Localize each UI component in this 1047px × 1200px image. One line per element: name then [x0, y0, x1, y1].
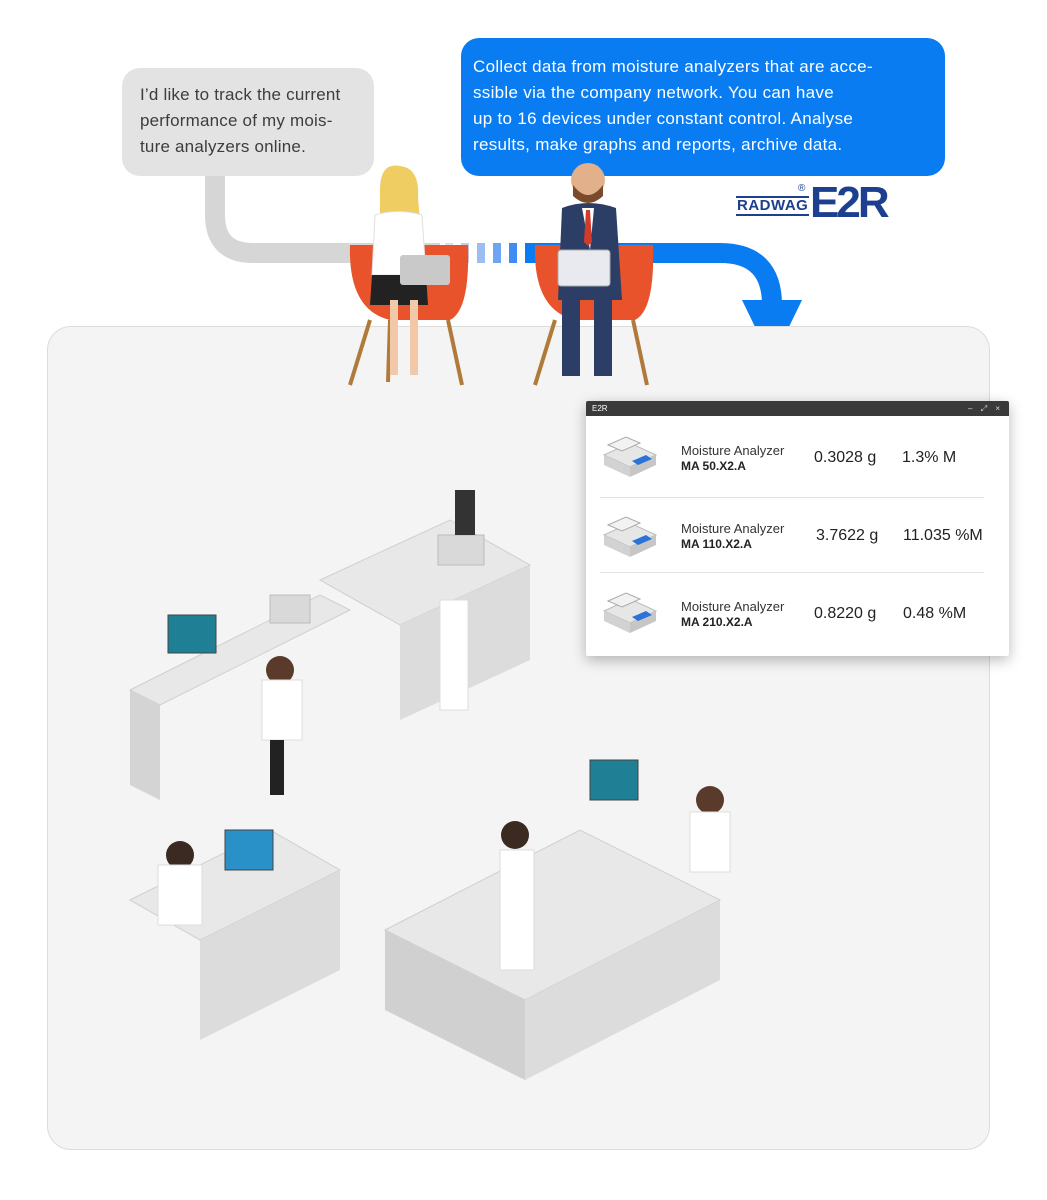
device-row[interactable]: Moisture Analyzer MA 210.X2.A 0.8220 g 0…	[586, 573, 1009, 647]
moisture-analyzer-icon	[602, 592, 658, 633]
lab-bench-left	[128, 594, 352, 800]
laptop-icon	[400, 255, 450, 285]
laptop-icon	[557, 249, 611, 287]
device-type: Moisture Analyzer	[681, 443, 785, 458]
consultant-line-1: Collect data from moisture analyzers tha…	[473, 57, 873, 76]
e2r-window[interactable]: E2R – ⤢ × Moisture Analyzer MA 50.X2.A 0…	[586, 401, 1009, 656]
device-type: Moisture Analyzer	[681, 599, 785, 614]
man-on-chair	[533, 163, 654, 386]
window-controls[interactable]: – ⤢ ×	[968, 404, 1003, 413]
lab-bench-front-left	[128, 829, 342, 1040]
radwag-logo-text: RADWAG	[736, 196, 810, 216]
customer-line-1: I’d like to track the current	[140, 85, 341, 104]
device-row[interactable]: Moisture Analyzer MA 50.X2.A 0.3028 g 1.…	[586, 417, 1009, 491]
lab-bench-front-right	[383, 759, 731, 1080]
device-model: MA 110.X2.A	[681, 537, 752, 551]
e2r-logo: E2R	[810, 178, 890, 227]
customer-speech-bubble: I’d like to track the current performanc…	[122, 68, 374, 176]
consultant-line-2: ssible via the company network. You can …	[473, 83, 834, 102]
people-illustration	[348, 163, 654, 386]
row-divider	[600, 497, 984, 498]
moisture-analyzer-icon	[602, 516, 658, 557]
registered-mark: ®	[798, 183, 806, 194]
device-moisture: 0.48 %M	[903, 605, 967, 622]
row-divider	[600, 572, 984, 573]
customer-line-2: performance of my mois-	[140, 111, 333, 130]
device-row[interactable]: Moisture Analyzer MA 110.X2.A 3.7622 g 1…	[586, 497, 1009, 571]
consultant-line-4: results, make graphs and reports, archiv…	[473, 135, 843, 154]
device-type: Moisture Analyzer	[681, 521, 785, 536]
lab-illustration	[128, 490, 731, 1080]
device-mass: 3.7622 g	[816, 527, 879, 544]
customer-line-3: ture analyzers online.	[140, 137, 306, 156]
window-title: E2R	[592, 404, 608, 413]
device-model: MA 210.X2.A	[681, 615, 753, 629]
device-moisture: 11.035 %M	[903, 527, 983, 544]
device-mass: 0.3028 g	[814, 449, 877, 466]
lab-bench-back	[318, 490, 532, 720]
window-title-bar[interactable]: E2R – ⤢ ×	[586, 401, 1009, 416]
device-model: MA 50.X2.A	[681, 459, 746, 473]
consultant-speech-bubble: Collect data from moisture analyzers tha…	[461, 38, 945, 176]
moisture-analyzer-icon	[602, 436, 658, 477]
radwag-logo: RADWAG ®	[736, 183, 810, 221]
device-moisture: 1.3% M	[902, 449, 957, 466]
woman-on-chair	[348, 165, 469, 386]
device-mass: 0.8220 g	[814, 605, 877, 622]
consultant-line-3: up to 16 devices under constant control.…	[473, 109, 854, 128]
